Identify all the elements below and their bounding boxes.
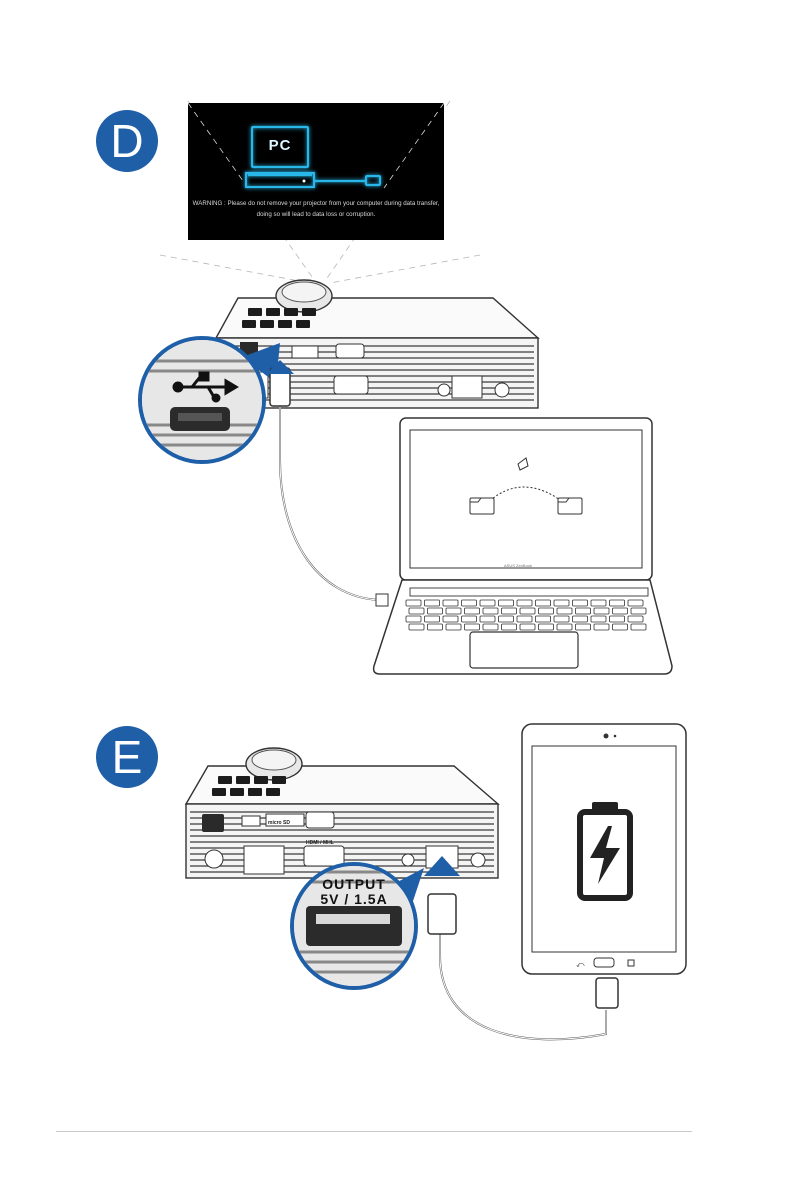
laptop [368,416,678,680]
zoom-output-line-2: 5V / 1.5A [306,891,402,907]
footer-rule [56,1131,692,1132]
battery-charging-icon [580,802,630,898]
zoom-output-line-1: OUTPUT [306,876,402,892]
folder-icon [558,498,582,514]
warning-line-2: doing so will lead to data loss or corru… [188,211,444,218]
warning-line-1: WARNING : Please do not remove your proj… [188,200,444,207]
pc-usb-glow-icon [238,121,398,193]
svg-text:⤺: ⤺ [576,960,585,969]
tablet: ⤺ [520,722,688,976]
step-d-badge: D [96,110,158,172]
svg-text:micro SD: micro SD [268,820,290,826]
laptop-brand: ASUS ZenBook [504,563,532,568]
projected-screen: WARNING : Please do not remove your proj… [188,103,444,240]
svg-text:HDMI / MHL: HDMI / MHL [306,840,334,846]
folder-icon [470,498,494,514]
step-e-badge: E [96,726,158,788]
pc-label: PC [258,137,302,154]
